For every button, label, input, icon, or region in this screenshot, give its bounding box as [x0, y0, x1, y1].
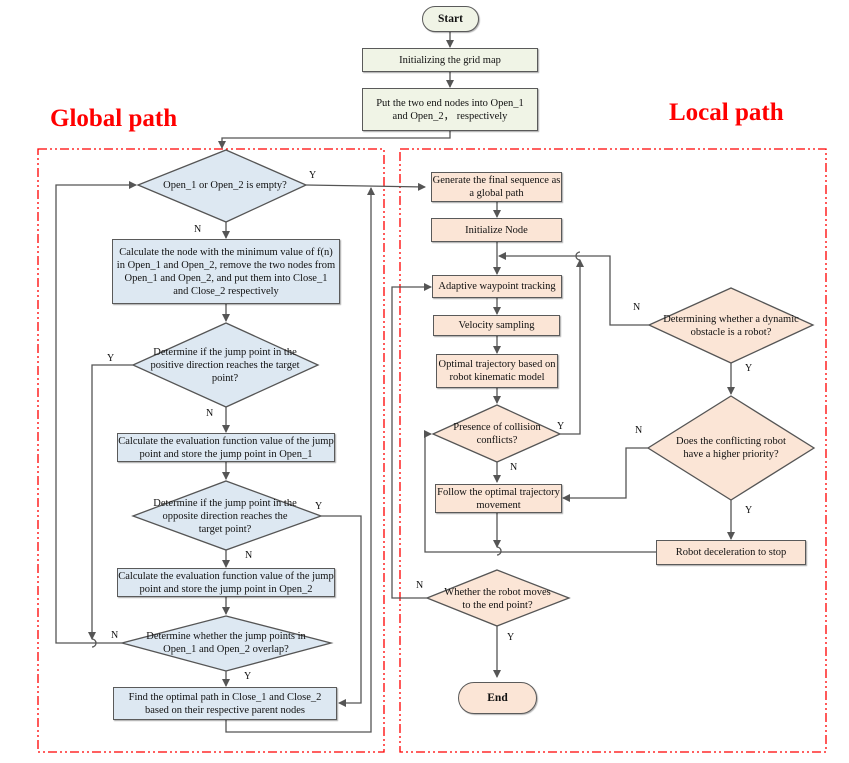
eval-open2-box: Calculate the evaluation function value … — [117, 568, 335, 597]
local-path-label: Local path — [669, 99, 784, 126]
global-path-label: Global path — [50, 105, 178, 132]
init-grid-box: Initializing the grid map — [362, 48, 538, 72]
put-end-nodes-box: Put the two end nodes into Open_1 and Op… — [362, 88, 538, 131]
branch-label-y: Y — [745, 363, 753, 374]
branch-label-n: N — [206, 408, 214, 419]
decision-open-empty: Open_1 or Open_2 is empty? — [163, 179, 287, 191]
decision-jump-opposite: Determine if the jump point in the oppos… — [153, 497, 297, 535]
branch-label-y: Y — [244, 671, 252, 682]
start-terminal: Start — [422, 6, 479, 32]
branch-label-n: N — [510, 462, 518, 473]
branch-label-y: Y — [557, 421, 565, 432]
end-terminal: End — [458, 682, 537, 714]
branch-label-n: N — [416, 580, 424, 591]
follow-trajectory-box: Follow the optimal trajectory movement — [435, 484, 562, 513]
branch-label-y: Y — [507, 632, 515, 643]
branch-label-n: N — [194, 224, 202, 235]
eval-open1-box: Calculate the evaluation function value … — [117, 433, 335, 462]
branch-label-y: Y — [315, 501, 323, 512]
branch-label-n: N — [635, 425, 643, 436]
decision-jump-positive: Determine if the jump point in the posit… — [150, 346, 300, 384]
branch-label-n: N — [111, 630, 119, 641]
decision-priority: Does the conflicting robot have a higher… — [676, 436, 786, 460]
initialize-node-box: Initialize Node — [431, 218, 562, 242]
velocity-sampling-box: Velocity sampling — [433, 315, 560, 336]
local-path-region — [399, 148, 827, 753]
global-path-region — [37, 148, 385, 753]
decision-overlap: Determine whether the jump points in Ope… — [146, 631, 306, 655]
decision-dynamic-obstacle: Determining whether a dynamic obstacle i… — [663, 314, 799, 338]
decision-end-point: Whether the robot moves to the end point… — [444, 587, 551, 611]
branch-label-y: Y — [107, 353, 115, 364]
branch-label-y: Y — [309, 170, 317, 181]
waypoint-tracking-box: Adaptive waypoint tracking — [432, 275, 562, 298]
generate-sequence-box: Generate the final sequence as a global … — [431, 172, 562, 202]
calc-min-box: Calculate the node with the minimum valu… — [112, 239, 340, 304]
branch-label-y: Y — [745, 505, 753, 516]
optimal-trajectory-box: Optimal trajectory based on robot kinema… — [436, 354, 558, 388]
find-optimal-box: Find the optimal path in Close_1 and Clo… — [113, 687, 337, 720]
decision-collision: Presence of collision conflicts? — [453, 422, 541, 446]
decelerate-box: Robot deceleration to stop — [656, 540, 806, 565]
branch-label-n: N — [633, 302, 641, 313]
branch-label-n: N — [245, 550, 253, 561]
